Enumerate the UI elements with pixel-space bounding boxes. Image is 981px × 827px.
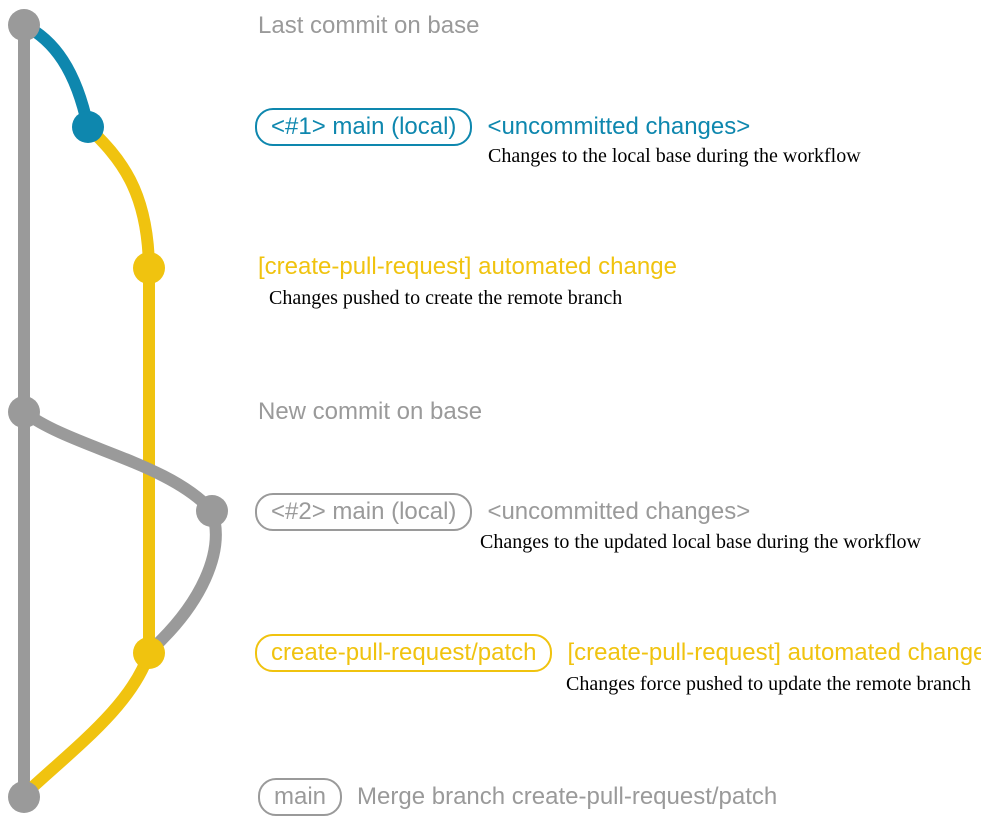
- commit-title-automated-change-1: [create-pull-request] automated change: [258, 253, 677, 280]
- commit-node-automated-change-1: [133, 252, 165, 284]
- caption-changes-force-pushed: Changes force pushed to update the remot…: [566, 673, 971, 695]
- row-local-main-1: <#1> main (local) <uncommitted changes>: [255, 108, 750, 146]
- patch-merge-curve: [18, 647, 155, 801]
- caption-local-base-changes: Changes to the local base during the wor…: [488, 145, 861, 167]
- row-automated-change-2: create-pull-request/patch [create-pull-r…: [255, 634, 981, 672]
- commit-node-automated-change-2: [133, 637, 165, 669]
- updated-base-branch-curve: [18, 406, 218, 517]
- annotation-last-commit-on-base: Last commit on base: [258, 12, 480, 39]
- branch-badge-main-local-2: <#2> main (local): [255, 493, 473, 531]
- branch-badge-main-local-1: <#1> main (local): [255, 108, 473, 146]
- commit-node-local-main-1: [72, 111, 104, 143]
- annotation-new-commit-on-base: New commit on base: [258, 398, 483, 425]
- commit-title-uncommitted-2: <uncommitted changes>: [487, 498, 751, 525]
- commit-title-automated-change-2: [create-pull-request] automated change: [567, 639, 981, 666]
- local-main-branch-line: [18, 19, 94, 133]
- commit-node-merge: [8, 781, 40, 813]
- patch-branch-curve-top: [82, 121, 155, 274]
- commit-title-merge-branch: Merge branch create-pull-request/patch: [357, 783, 778, 810]
- row-merge: main Merge branch create-pull-request/pa…: [258, 778, 777, 816]
- branch-badge-create-pull-request-patch: create-pull-request/patch: [255, 634, 553, 672]
- row-local-main-2: <#2> main (local) <uncommitted changes>: [255, 493, 750, 531]
- commit-node-last-base: [8, 9, 40, 41]
- row-automated-change-1: [create-pull-request] automated change: [258, 253, 677, 281]
- updated-base-merge-curve: [145, 505, 222, 656]
- branch-badge-main: main: [258, 778, 343, 816]
- commit-node-local-main-2: [196, 495, 228, 527]
- git-graph: [8, 9, 228, 813]
- commit-node-new-base: [8, 396, 40, 428]
- commit-title-uncommitted-1: <uncommitted changes>: [487, 113, 751, 140]
- caption-changes-pushed: Changes pushed to create the remote bran…: [269, 287, 623, 309]
- caption-updated-local-base-changes: Changes to the updated local base during…: [480, 531, 921, 553]
